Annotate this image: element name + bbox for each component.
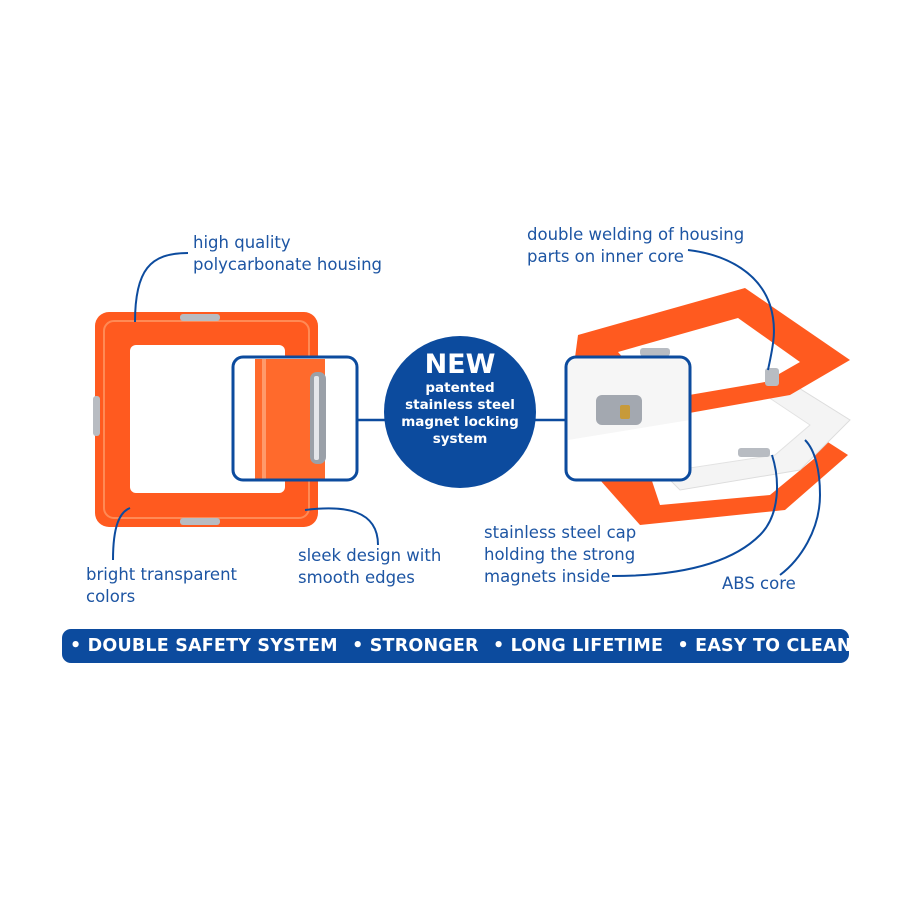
banner-item: • EASY TO CLEAN <box>677 636 852 656</box>
callout-housing: high quality polycarbonate housing <box>193 232 382 276</box>
badge-line: system <box>432 431 488 447</box>
new-badge: NEW patented stainless steel magnet lock… <box>385 350 535 448</box>
badge-line: stainless steel <box>405 397 515 413</box>
banner-item: • STRONGER <box>352 636 479 656</box>
callout-line: high quality <box>193 233 291 252</box>
left-zoom-box <box>231 355 359 482</box>
new-badge-circle <box>384 336 536 488</box>
callout-line: holding the strong <box>484 545 636 564</box>
callout-line: colors <box>86 587 136 606</box>
magnet-cap-top <box>180 314 220 321</box>
callout-line: magnets inside <box>484 567 611 586</box>
callout-cap: stainless steel cap holding the strong m… <box>484 522 636 588</box>
magnet-cap-left <box>93 396 100 436</box>
callout-abs: ABS core <box>722 574 796 593</box>
badge-line: patented <box>425 380 495 396</box>
callout-line: double welding of housing <box>527 225 745 244</box>
callout-line: polycarbonate housing <box>193 255 383 274</box>
features-banner: • DOUBLE SAFETY SYSTEM • STRONGER • LONG… <box>62 629 852 663</box>
callout-line: stainless steel cap <box>484 523 637 542</box>
badge-headline: NEW <box>424 349 496 380</box>
callout-colors: bright transparent colors <box>86 564 237 608</box>
callout-design: sleek design with smooth edges <box>298 545 441 589</box>
magnet-cap-bottom <box>180 518 220 525</box>
callout-line: sleek design with <box>298 546 442 565</box>
banner-item: • DOUBLE SAFETY SYSTEM <box>70 636 345 656</box>
right-zoom-box <box>564 355 692 482</box>
callout-welding: double welding of housing parts on inner… <box>527 224 744 268</box>
leader-lines <box>112 249 822 577</box>
callout-line: smooth edges <box>298 568 415 587</box>
badge-line: magnet locking <box>401 414 519 430</box>
banner-item: • LONG LIFETIME <box>493 636 664 656</box>
callout-line: bright transparent <box>86 565 237 584</box>
callout-line: parts on inner core <box>527 247 684 266</box>
